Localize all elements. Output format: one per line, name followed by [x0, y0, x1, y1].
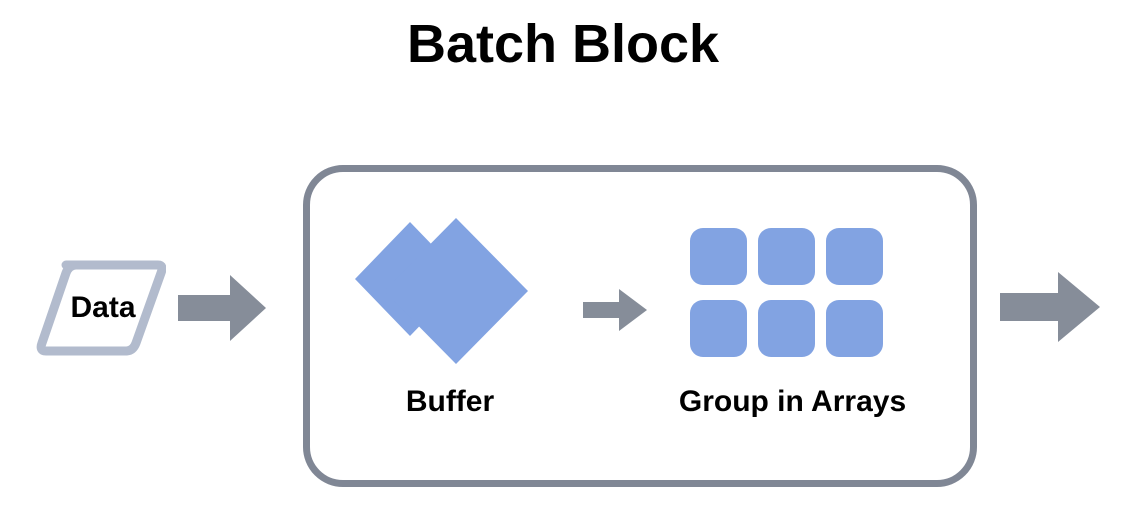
output-arrow-icon	[1000, 272, 1100, 342]
group-in-arrays-stage-label: Group in Arrays	[678, 385, 907, 418]
page-title: Batch Block	[406, 14, 720, 74]
data-input-shape	[36, 260, 166, 356]
grid-cell	[758, 300, 815, 357]
buffer-to-group-arrow-icon	[583, 289, 647, 331]
buffer-diamonds-icon	[355, 218, 528, 364]
grid-cell	[758, 228, 815, 285]
grid-cell	[826, 300, 883, 357]
buffer-stage-label: Buffer	[405, 385, 495, 418]
group-in-arrays-grid-icon	[690, 228, 895, 363]
grid-cell	[690, 228, 747, 285]
data-input-label: Data	[70, 290, 136, 324]
grid-cell	[826, 228, 883, 285]
input-arrow-icon	[178, 275, 266, 341]
grid-cell	[690, 300, 747, 357]
